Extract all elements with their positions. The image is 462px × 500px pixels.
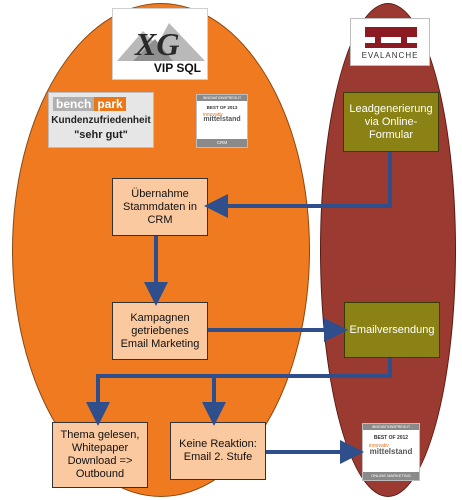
benchpark-line2: "sehr gut" (74, 129, 128, 141)
benchpark-badge: bench park Kundenzufriedenheit "sehr gut… (48, 92, 154, 148)
award-2012-badge: INNOVATIONSPREIS-IT BEST OF 2012 innovat… (362, 423, 420, 481)
award-2012-word: mittelstand (369, 447, 413, 456)
benchpark-name-left: bench (53, 97, 95, 111)
award-2012-footer: ONLINE MARKETING (363, 472, 419, 480)
evalanche-mark-icon (365, 27, 417, 48)
leadgenerierung-box: Leadgenerierung via Online-Formular (343, 92, 439, 152)
keine-reaktion-box: Keine Reaktion: Email 2. Stufe (170, 422, 266, 480)
evalanche-label: EVALANCHE (361, 51, 419, 60)
award-2013-best: BEST OF 2013 (206, 105, 238, 110)
award-2012-header: INNOVATIONSPREIS-IT (363, 424, 419, 430)
benchpark-name-right: park (94, 97, 126, 111)
vipsql-monogram: XG (134, 26, 179, 62)
benchpark-line1: Kundenzufriedenheit (51, 115, 151, 126)
award-2013-badge: INNOVATIONSPREIS-IT BEST OF 2013 innovat… (196, 94, 248, 148)
vipsql-logo: XG VIP SQL (112, 8, 208, 80)
award-2013-word: mittelstand (203, 116, 241, 123)
emailversendung-box: Emailversendung (344, 302, 440, 358)
crm-area (12, 3, 310, 497)
evalanche-logo: EVALANCHE (350, 18, 430, 66)
award-2012-prefix: innovativ (369, 443, 389, 449)
evalanche-area (320, 3, 456, 497)
vipsql-label: VIP SQL (153, 61, 201, 75)
award-2012-best: BEST OF 2012 (373, 435, 409, 441)
award-2013-footer: CRM (197, 139, 247, 147)
arrow-lead-to-stammdaten (204, 152, 392, 218)
vipsql-mountain-icon: XG (117, 23, 205, 62)
stammdaten-box: Übernahme Stammdaten in CRM (112, 178, 208, 236)
award-2013-prefix: innovativ (203, 112, 223, 118)
arrow-emailversendung-split (86, 358, 392, 426)
award-2013-header: INNOVATIONSPREIS-IT (197, 95, 247, 101)
thema-box: Thema gelesen, Whitepaper Download => Ou… (52, 422, 148, 488)
